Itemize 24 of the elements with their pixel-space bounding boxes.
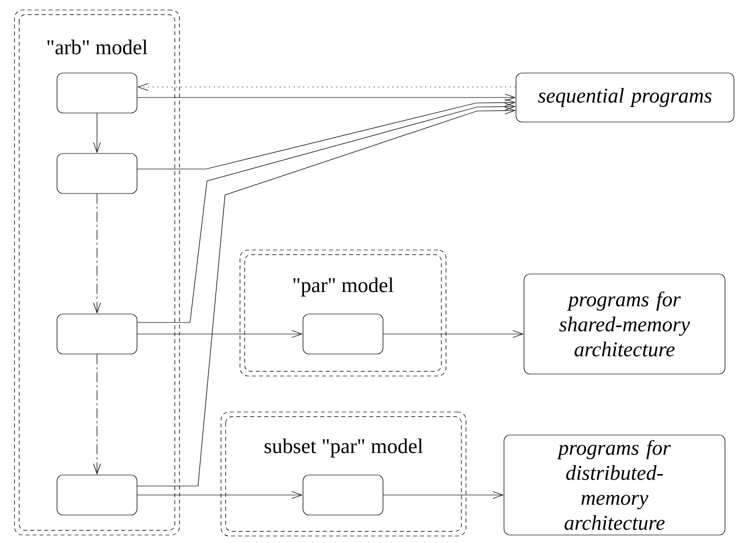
empty-box xyxy=(56,153,138,194)
arrow xyxy=(137,330,303,338)
arrow xyxy=(137,83,516,91)
program-box: programs for shared-memory architecture xyxy=(524,274,726,374)
arrow xyxy=(137,106,516,486)
arrow xyxy=(93,354,101,475)
arrow xyxy=(137,491,303,499)
arrow xyxy=(93,113,101,154)
model-frame: "arb" model xyxy=(14,10,180,536)
arrow xyxy=(137,102,516,323)
arrow xyxy=(383,330,524,338)
empty-box xyxy=(56,474,138,516)
arrow xyxy=(137,94,516,102)
arrow xyxy=(137,98,516,170)
empty-box xyxy=(302,474,384,516)
empty-box xyxy=(302,314,384,354)
arrow xyxy=(383,491,504,499)
model-frame: "par" model xyxy=(240,250,446,376)
program-box: sequential programs xyxy=(516,72,734,122)
arrow xyxy=(93,194,101,314)
empty-box xyxy=(56,72,138,114)
program-box: programs for distributed-memory architecture xyxy=(504,434,726,536)
model-frame: subset "par" model xyxy=(220,412,466,536)
empty-box xyxy=(56,314,138,354)
